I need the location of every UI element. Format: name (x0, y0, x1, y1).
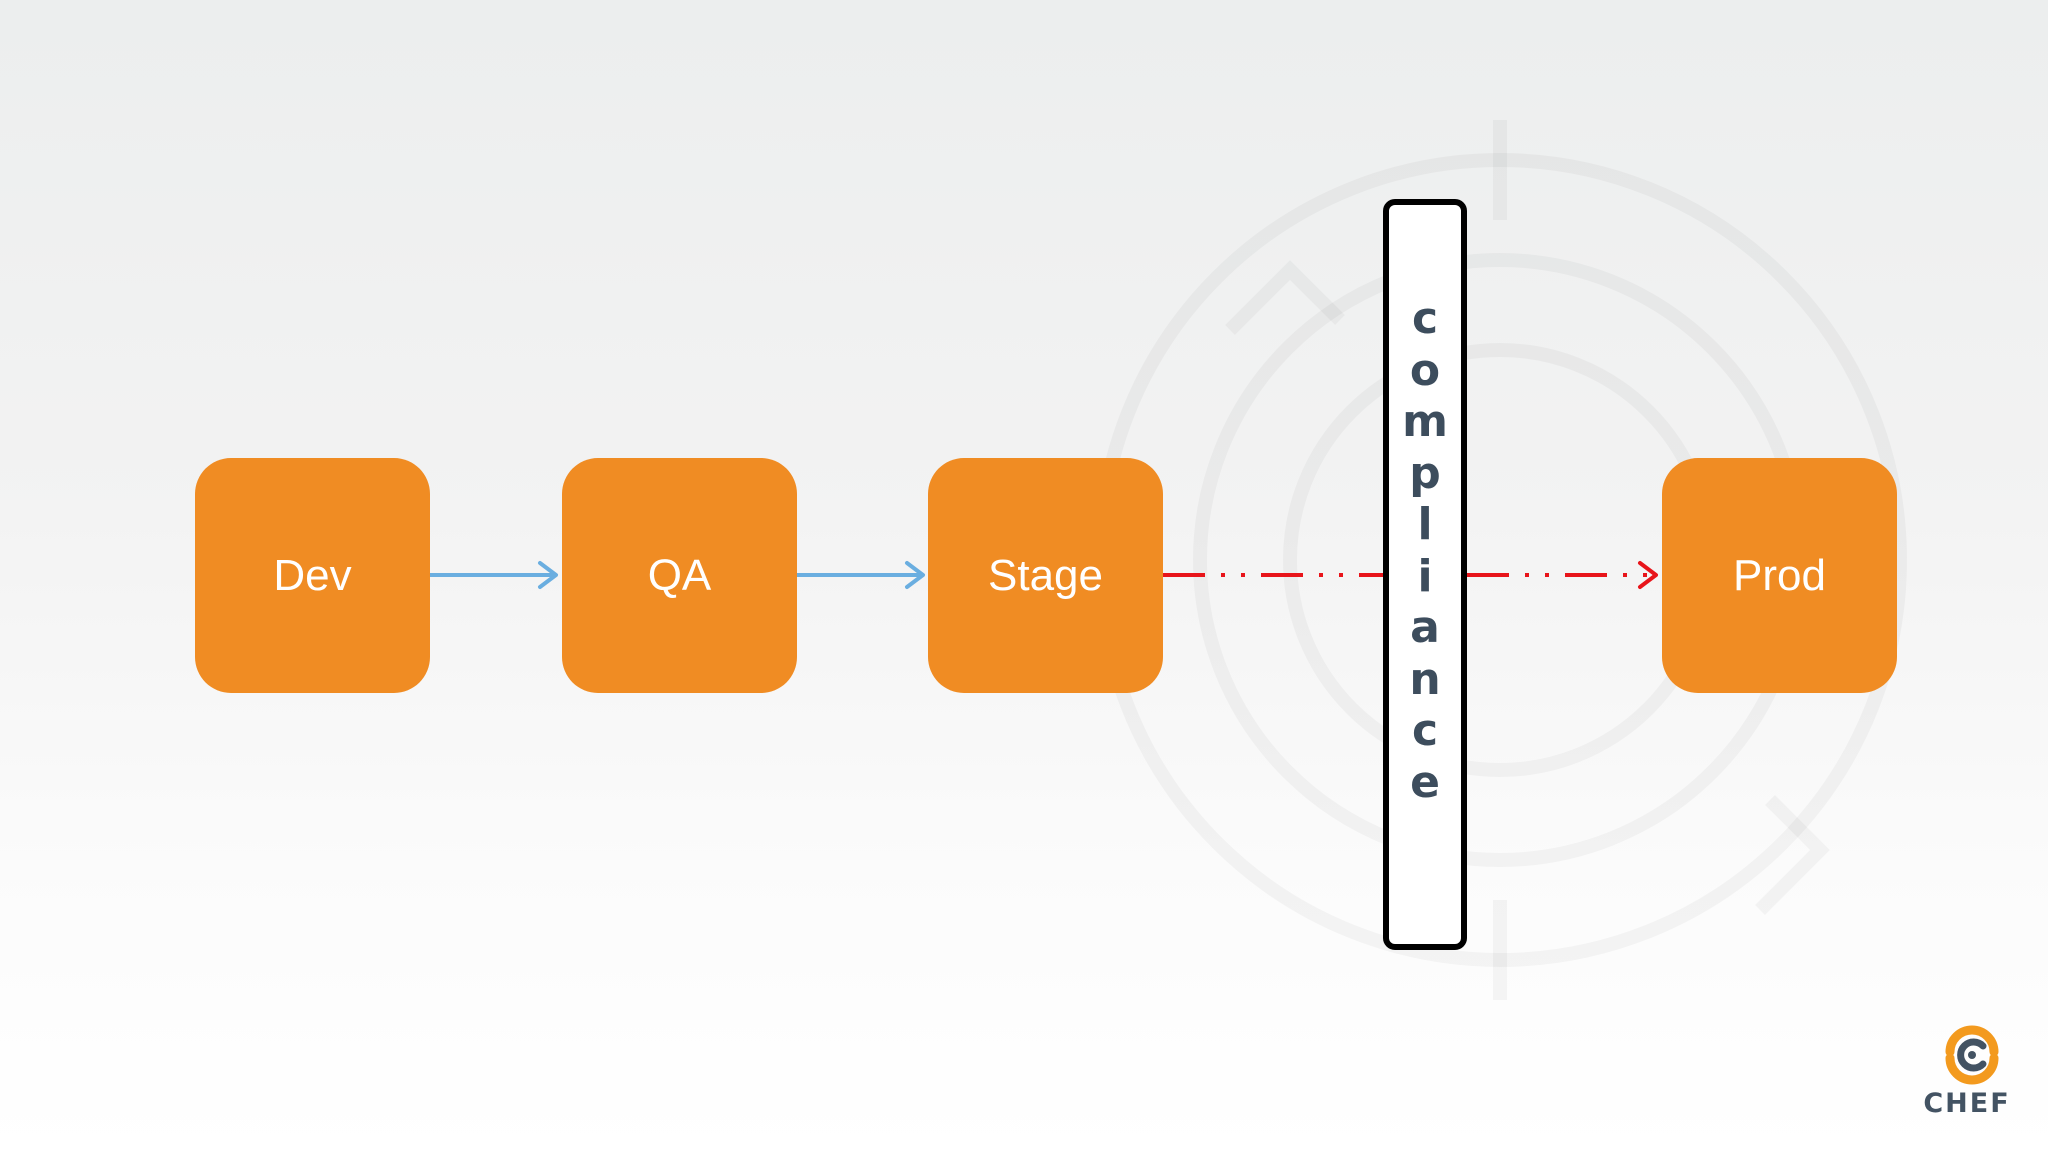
stage-box-qa: QA (562, 458, 797, 693)
gate-letter: i (1417, 550, 1433, 602)
chef-logo: CHEF (1912, 1018, 2032, 1128)
stage-label-prod: Prod (1733, 550, 1826, 600)
compliance-gate: c o m p l i a n c e (1383, 199, 1467, 950)
gate-letter: l (1417, 499, 1433, 550)
gate-letter: n (1409, 653, 1441, 705)
chef-wordmark: CHEF (1923, 1088, 2011, 1119)
gate-letter: a (1410, 602, 1440, 653)
stage-box-prod: Prod (1662, 458, 1897, 693)
stage-label-qa: QA (647, 550, 712, 600)
gate-letter: c (1411, 293, 1439, 344)
arrow-dev-to-qa (430, 561, 558, 589)
arrow-qa-to-stage (797, 561, 925, 589)
gate-letter: e (1410, 756, 1440, 808)
gate-letter: o (1409, 344, 1441, 396)
blocked-arrow-gate-to-prod (1467, 561, 1658, 589)
stage-box-stage: Stage (928, 458, 1163, 693)
stage-box-dev: Dev (195, 458, 430, 693)
chef-logo-icon (1945, 1025, 1999, 1085)
stage-label-dev: Dev (273, 550, 352, 600)
gate-letter: p (1409, 447, 1441, 499)
compliance-label: c o m p l i a n c e (1402, 293, 1448, 808)
gate-letter: m (1402, 396, 1448, 447)
stage-label-stage: Stage (988, 550, 1103, 600)
gate-letter: c (1411, 705, 1439, 756)
